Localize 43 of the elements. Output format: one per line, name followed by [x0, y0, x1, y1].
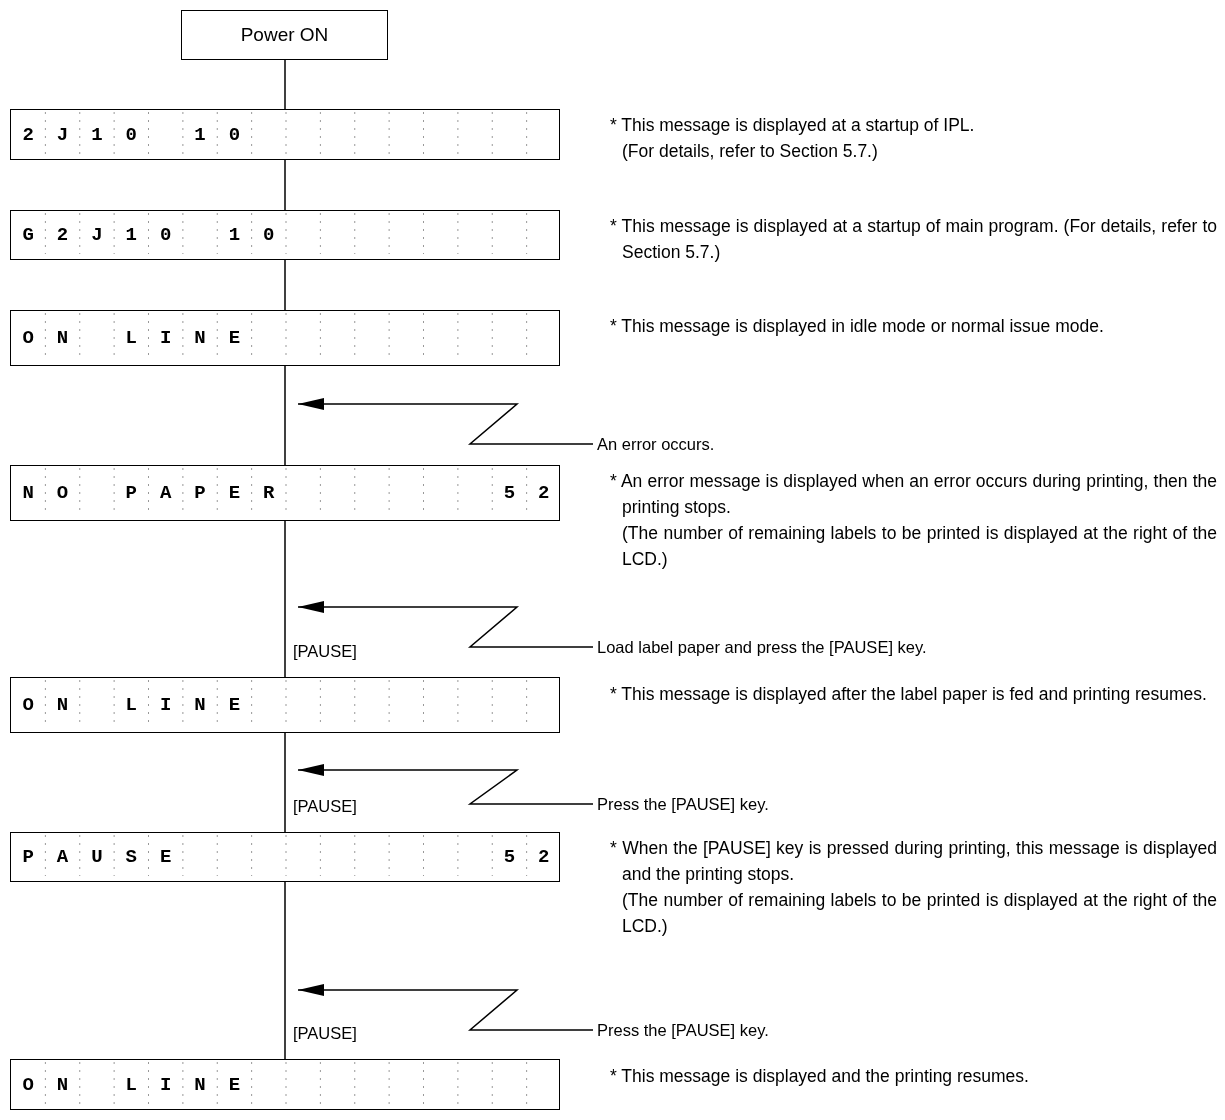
arrow — [297, 601, 594, 648]
connector-line — [284, 159, 286, 211]
note-text: * This message is displayed at a startup of main program. (For details, refer to Section 5.7.) — [610, 215, 1217, 264]
note-text: * When the [PAUSE] key is pressed during printing, this message is displayed and the printing stops. — [610, 837, 1217, 886]
lcd-text: NO PAPER — [22, 483, 298, 503]
lcd-display — [10, 1059, 560, 1110]
arrow — [297, 398, 594, 445]
note-text: (For details, refer to Section 5.7.) — [621, 140, 879, 163]
connector-line — [284, 732, 286, 833]
note-text: * An error message is displayed when an error occurs during printing, then the printing stops. — [610, 470, 1217, 519]
step-text: Load label paper and press the [PAUSE] key. — [597, 635, 927, 659]
note-text: (The number of remaining labels to be printed is displayed at the right of the LCD.) — [621, 522, 1217, 571]
lcd-display — [10, 310, 560, 366]
connector-line — [284, 365, 286, 466]
lcd-text: ON LINE — [22, 695, 264, 715]
start-box — [181, 10, 388, 60]
note-text: * This message is displayed and the printing resumes. — [610, 1065, 1030, 1088]
lcd-text: 2J10 10 — [22, 125, 264, 144]
start-label: Power ON — [240, 24, 329, 46]
connector-line — [284, 259, 286, 311]
note-text: * This message is displayed at a startup of IPL. — [610, 114, 976, 137]
lcd-text: 52 — [503, 483, 573, 503]
connector-line — [284, 520, 286, 678]
step-text: Press the [PAUSE] key. — [597, 792, 769, 816]
lcd-display — [10, 677, 560, 733]
lcd-text: G2J10 10 — [22, 225, 298, 245]
note-text: * This message is displayed after the label paper is fed and printing resumes. — [610, 683, 1208, 706]
note-text: (The number of remaining labels to be printed is displayed at the right of the LCD.) — [621, 889, 1217, 938]
lcd-display — [10, 465, 560, 521]
lcd-text: PAUSE — [22, 847, 195, 867]
lcd-display — [10, 210, 560, 260]
lcd-text: ON LINE — [22, 328, 264, 348]
connector-line — [284, 881, 286, 1060]
step-text: An error occurs. — [597, 432, 715, 456]
connector-line — [284, 59, 286, 110]
lcd-display — [10, 109, 560, 160]
arrow — [297, 764, 594, 805]
step-text: Press the [PAUSE] key. — [597, 1018, 769, 1042]
lcd-display — [10, 832, 560, 882]
note-text: * This message is displayed in idle mode or normal issue mode. — [610, 315, 1105, 338]
arrow — [297, 984, 594, 1031]
lcd-text: ON LINE — [22, 1075, 264, 1094]
lcd-text: 52 — [503, 847, 573, 867]
